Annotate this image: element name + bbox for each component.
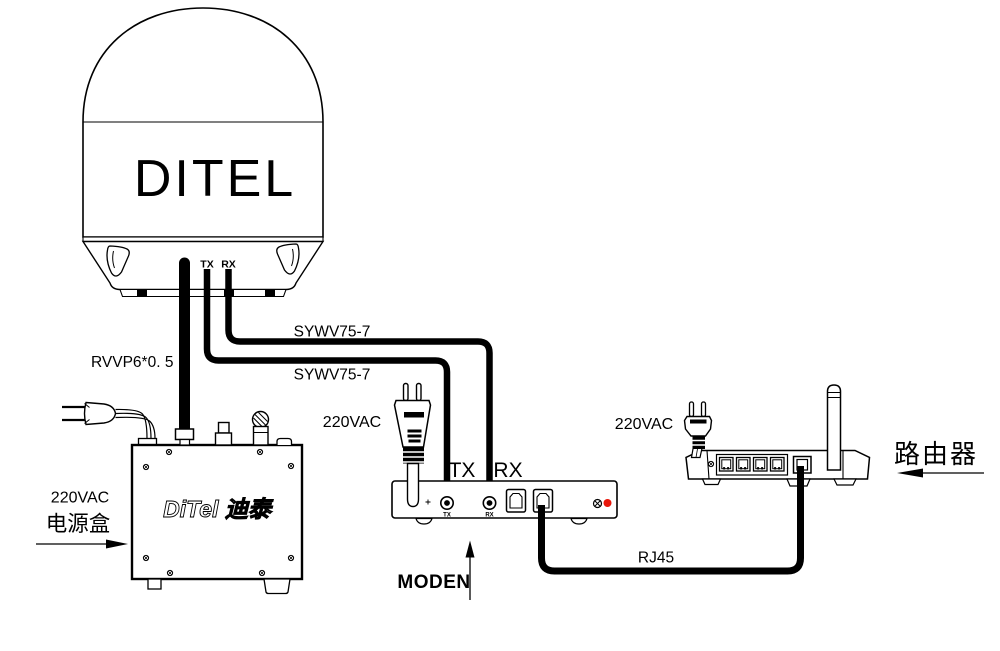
- modem-rx-connector-label: RX: [485, 513, 493, 519]
- modem-tx-label: TX: [449, 459, 476, 482]
- coax-connector-middle: [214, 421, 233, 446]
- router-lan-port-3: [752, 456, 768, 472]
- plug-cord-stripe: [115, 416, 156, 439]
- screw-icon: [142, 554, 150, 562]
- dome-tx-label: TX: [200, 259, 213, 271]
- screw-icon: [142, 463, 150, 471]
- dome-latch-left-inner: [112, 250, 115, 269]
- rj45-cable-label: RJ45: [638, 550, 674, 567]
- power-box: DiTel 迪泰: [62, 401, 304, 595]
- plug-grip: [692, 436, 705, 449]
- router-antenna: [826, 384, 842, 471]
- rim-mark: [137, 289, 147, 296]
- modem-power-led: [603, 499, 612, 507]
- power-box-arrow: [36, 539, 128, 549]
- plug-prong: [402, 382, 409, 402]
- rvvp-gland-connector: [174, 428, 195, 446]
- modem-usb-port: [505, 488, 527, 513]
- plug-cord-stripe: [115, 412, 152, 439]
- plug-grip-lines: [403, 451, 424, 463]
- power-box-name-label: 电源盒: [46, 512, 111, 536]
- power-box-voltage-label: 220VAC: [51, 490, 109, 507]
- power-box-case: [130, 443, 304, 581]
- plug-slot: [690, 419, 707, 424]
- router-foot: [833, 478, 857, 486]
- modem-foot: [570, 517, 588, 525]
- router-lan-port-1: [718, 456, 734, 472]
- screw-icon: [258, 569, 266, 577]
- screw-icon: [287, 554, 295, 562]
- screw-icon: [165, 448, 173, 456]
- plug-body-ticks: [84, 403, 90, 424]
- dome-latch-right-inner: [291, 248, 294, 267]
- plug-body: [83, 401, 117, 426]
- modem-arrow: [465, 540, 475, 600]
- router: [683, 384, 871, 487]
- screw-icon: [707, 460, 715, 468]
- router-lan-port-2: [735, 456, 751, 472]
- plug-prongs: [62, 405, 86, 422]
- router-name-label: 路由器: [894, 439, 978, 469]
- modem-rx-label: RX: [493, 459, 522, 482]
- rx-coax-cable: [225, 269, 493, 499]
- router-lan-ports-recess: [715, 453, 789, 476]
- modem-plug: [393, 382, 432, 508]
- power-box-logo: DiTel 迪泰: [163, 496, 274, 522]
- power-box-foot-left: [147, 578, 162, 590]
- modem: TX RX: [391, 382, 618, 525]
- screw-icon: [256, 448, 264, 456]
- power-box-foot-right: [263, 578, 291, 595]
- dome-rx-label: RX: [221, 259, 236, 271]
- power-box-top-bump: [276, 437, 293, 445]
- modem-power-jack-icon: [592, 498, 603, 509]
- tx-coax-cable: [203, 269, 451, 499]
- modem-voltage-label: 220VAC: [323, 414, 381, 431]
- plug-body: [683, 415, 713, 437]
- power-box-plug: [62, 401, 158, 447]
- modem-tx-connector: [439, 495, 454, 510]
- modem-rx-connector: [482, 495, 497, 510]
- plug-cord-stripe: [115, 408, 148, 439]
- rj45-ethernet-cable: [538, 466, 804, 575]
- plug-stripe: [407, 434, 422, 438]
- router-voltage-label: 220VAC: [615, 416, 673, 433]
- plug-prong: [700, 401, 707, 418]
- modem-name-label: MODEN: [397, 572, 470, 593]
- rx-cable-label: SYWV75-7: [294, 324, 371, 341]
- rvvp-cable-label: RVVP6*0. 5: [91, 354, 173, 371]
- plug-grip-lines: [692, 439, 705, 446]
- plug-prong: [688, 401, 695, 418]
- dome-brand-text: DITEL: [134, 150, 296, 208]
- router-antenna-lines: [827, 391, 841, 399]
- modem-case: [391, 480, 618, 519]
- tx-cable-label: SYWV75-7: [294, 367, 371, 384]
- plug-stripe: [408, 439, 421, 443]
- router-lan-port-4: [769, 456, 785, 472]
- plug-prong: [415, 382, 422, 402]
- modem-tx-connector-label: TX: [443, 513, 451, 519]
- coax-connector-knurled: [251, 410, 270, 446]
- plug-stripe: [407, 429, 422, 433]
- plug-cord: [406, 462, 420, 508]
- satellite-dome-antenna: DITEL TX RX: [81, 7, 325, 298]
- router-arrow: [897, 468, 984, 478]
- modem-foot: [415, 517, 433, 525]
- screw-icon: [166, 569, 174, 577]
- plug-slot: [404, 412, 424, 418]
- plug-grip: [403, 447, 424, 464]
- screw-icon: [287, 462, 295, 470]
- router-foot: [701, 478, 722, 486]
- router-plug: [683, 401, 713, 449]
- modem-plus-mark: [425, 499, 431, 505]
- rim-mark: [265, 289, 275, 296]
